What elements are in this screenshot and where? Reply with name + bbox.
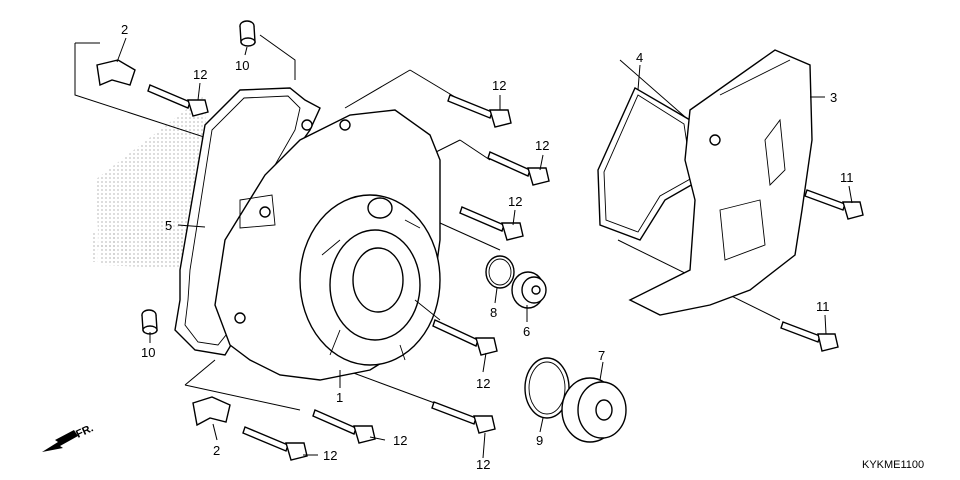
callout-12-e: 12 xyxy=(476,376,490,391)
seal-part-4 xyxy=(597,87,701,241)
sprocket-cover-part-3 xyxy=(628,49,813,316)
clip-part-2-top xyxy=(96,59,136,86)
plug-cap-part-6 xyxy=(511,271,547,309)
callout-labels: 2 10 12 5 12 12 12 10 8 6 1 12 2 12 12 1… xyxy=(121,22,854,472)
bolt-part-12 xyxy=(147,84,209,117)
left-crankcase-cover-part-1 xyxy=(214,109,441,381)
callout-2-bottom: 2 xyxy=(213,443,220,458)
plug-cap-part-7 xyxy=(561,377,627,443)
callout-1: 1 xyxy=(336,390,343,405)
callout-11-bottom: 11 xyxy=(816,299,830,314)
o-ring-part-9 xyxy=(524,357,570,419)
bolt-part-11 xyxy=(804,189,864,220)
bolt-part-12 xyxy=(242,426,308,461)
callout-11-top: 11 xyxy=(840,170,854,185)
callout-12-c: 12 xyxy=(535,138,549,153)
clip-part-2-bottom xyxy=(192,396,231,427)
bolt-part-12 xyxy=(432,319,498,356)
callout-5: 5 xyxy=(165,218,172,233)
callout-12-a: 12 xyxy=(193,67,207,82)
bolt-part-12 xyxy=(312,409,376,444)
callout-12-g: 12 xyxy=(323,448,337,463)
bolt-part-11 xyxy=(780,321,839,352)
callout-9: 9 xyxy=(536,433,543,448)
callout-10-top: 10 xyxy=(235,58,249,73)
front-direction-arrow: FR. xyxy=(42,422,95,452)
callout-10-bottom: 10 xyxy=(141,345,155,360)
callout-7: 7 xyxy=(598,348,605,363)
callout-6: 6 xyxy=(523,324,530,339)
callout-3: 3 xyxy=(830,90,837,105)
callout-4: 4 xyxy=(636,50,643,65)
bolt-part-12 xyxy=(459,206,524,241)
callout-12-d: 12 xyxy=(508,194,522,209)
callout-12-b: 12 xyxy=(492,78,506,93)
callout-8: 8 xyxy=(490,305,497,320)
bolt-part-12 xyxy=(431,401,496,434)
callout-2-top: 2 xyxy=(121,22,128,37)
collar-part-10-top xyxy=(239,20,256,47)
front-label: FR. xyxy=(74,422,95,440)
diagram-code: KYKME1100 xyxy=(862,459,924,471)
collar-part-10-bottom xyxy=(141,309,158,335)
callout-12-f: 12 xyxy=(393,433,407,448)
o-ring-part-8 xyxy=(485,255,515,289)
leader-lines xyxy=(116,37,853,459)
callout-12-h: 12 xyxy=(476,457,490,472)
bolt-part-12 xyxy=(447,94,512,128)
bolt-part-12 xyxy=(487,151,550,186)
